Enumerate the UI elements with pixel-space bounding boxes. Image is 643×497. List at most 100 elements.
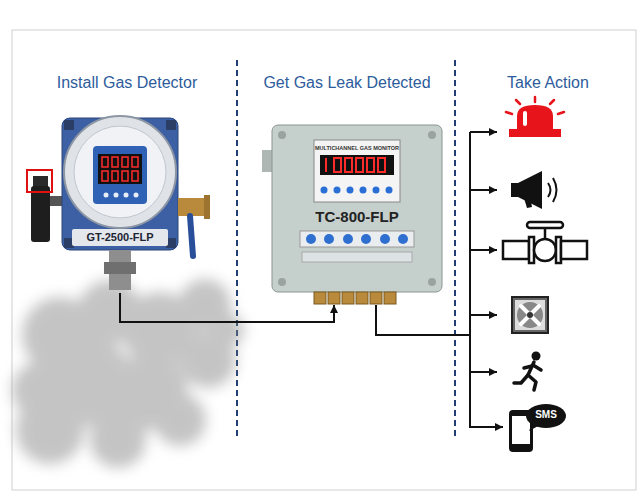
gas-detector-illustration	[74, 126, 166, 218]
gas-controller-illustration	[345, 158, 352, 172]
gas-detector-illustration	[132, 171, 138, 181]
gas-controller-illustration	[314, 292, 326, 304]
gas-controller-illustration	[278, 131, 436, 286]
gas-smoke	[212, 314, 244, 346]
beacon-icon	[509, 129, 561, 137]
gas-detector-illustration	[124, 193, 129, 198]
gas-controller-illustration	[378, 158, 385, 172]
beacon-icon	[506, 97, 564, 137]
megaphone-icon	[553, 178, 557, 202]
gas-controller-illustration	[325, 158, 327, 172]
gas-controller-illustration	[334, 158, 341, 172]
beacon-icon	[506, 112, 512, 114]
gas-controller-illustration	[356, 158, 363, 172]
action-tree	[470, 132, 497, 428]
gas-controller-illustration	[370, 292, 382, 304]
gas-detector-illustration	[72, 229, 168, 246]
gas-controller-illustration	[342, 292, 354, 304]
action-tree	[470, 314, 497, 316]
column-heading: Install Gas Detector	[27, 73, 227, 92]
gas-detector-illustration	[98, 154, 142, 184]
beacon-icon	[550, 100, 554, 104]
signal-connector	[120, 293, 334, 322]
gas-controller-illustration	[384, 292, 396, 304]
megaphone-icon	[524, 196, 532, 208]
gas-detector-illustration	[31, 186, 50, 242]
valve-icon	[503, 241, 529, 259]
device-label: TC-800-FLP	[315, 208, 398, 225]
gas-detector-illustration	[112, 171, 118, 181]
gas-detector: GT-2500-FLP	[55, 118, 185, 293]
gas-detector-illustration	[190, 216, 193, 256]
gas-controller-illustration	[300, 231, 414, 247]
gas-controller-illustration	[278, 131, 286, 139]
gas-smoke	[12, 279, 244, 468]
valve-icon	[534, 239, 556, 261]
gas-controller: MULTICHANNEL GAS MONITOR TC-800-FLP	[268, 125, 446, 305]
gas-detector-illustration	[64, 116, 176, 228]
gas-detector-illustration	[102, 157, 138, 181]
gas-controller-illustration	[314, 292, 396, 304]
gas-controller-illustration	[343, 234, 353, 244]
gas-controller-illustration	[320, 155, 394, 175]
gas-controller-illustration	[398, 234, 408, 244]
megaphone-icon	[511, 183, 518, 197]
beacon-icon	[516, 100, 520, 104]
evacuate-icon	[532, 352, 541, 361]
gas-detector-illustration	[122, 171, 128, 181]
device-label: MULTICHANNEL GAS MONITOR	[315, 145, 399, 151]
gas-detector-illustration	[134, 193, 139, 198]
gas-detector-illustration	[104, 193, 109, 198]
megaphone-icon	[548, 183, 551, 197]
gas-smoke	[90, 412, 146, 468]
valve-icon	[544, 228, 547, 239]
gas-controller-illustration	[360, 187, 367, 194]
gas-detector-illustration	[112, 157, 118, 167]
column-divider	[237, 60, 455, 440]
gas-controller-illustration	[334, 187, 341, 194]
beacon-icon	[523, 111, 527, 126]
fan-icon	[517, 302, 543, 328]
evacuate-icon	[514, 375, 536, 390]
gas-detector-illustration	[122, 157, 128, 167]
gas-controller-illustration	[380, 234, 390, 244]
fan-icon	[512, 297, 548, 333]
gas-controller-illustration	[321, 187, 328, 194]
gas-controller-illustration	[386, 187, 393, 194]
megaphone-icon	[511, 171, 557, 209]
fan-icon	[521, 306, 539, 324]
gas-detector-illustration	[27, 116, 210, 290]
fan-icon	[512, 297, 548, 333]
gas-controller-illustration	[278, 278, 286, 286]
action-tree	[470, 189, 497, 191]
gas-detector-illustration	[104, 262, 136, 274]
gas-detector-illustration	[93, 146, 147, 204]
valve-icon	[527, 222, 563, 228]
device-label: SMS	[527, 409, 565, 421]
gas-controller-illustration	[272, 125, 442, 292]
gas-controller-illustration	[314, 140, 400, 202]
gas-controller-illustration	[306, 234, 408, 244]
fan-icon	[527, 312, 533, 318]
column-heading: Get Gas Leak Detected	[247, 73, 447, 92]
gas-controller-illustration	[347, 187, 354, 194]
fan-icon	[515, 300, 545, 330]
gas-controller-illustration	[356, 292, 368, 304]
gas-controller-illustration	[302, 252, 412, 262]
gas-detector-illustration	[132, 157, 138, 167]
gas-smoke	[154, 394, 206, 446]
gas-controller-illustration	[328, 292, 340, 304]
action-tree	[470, 371, 497, 373]
beacon-icon	[534, 97, 537, 102]
evacuate-icon	[524, 365, 541, 370]
gas-detector-illustration	[27, 170, 52, 192]
device-label: GT-2500-FLP	[86, 231, 153, 244]
outer-frame	[12, 30, 636, 490]
sms-phone: SMS	[503, 400, 569, 454]
signal-connector	[376, 305, 503, 427]
gas-controller-illustration	[324, 234, 334, 244]
gas-detector-illustration	[166, 120, 176, 130]
valve-icon	[503, 222, 587, 263]
